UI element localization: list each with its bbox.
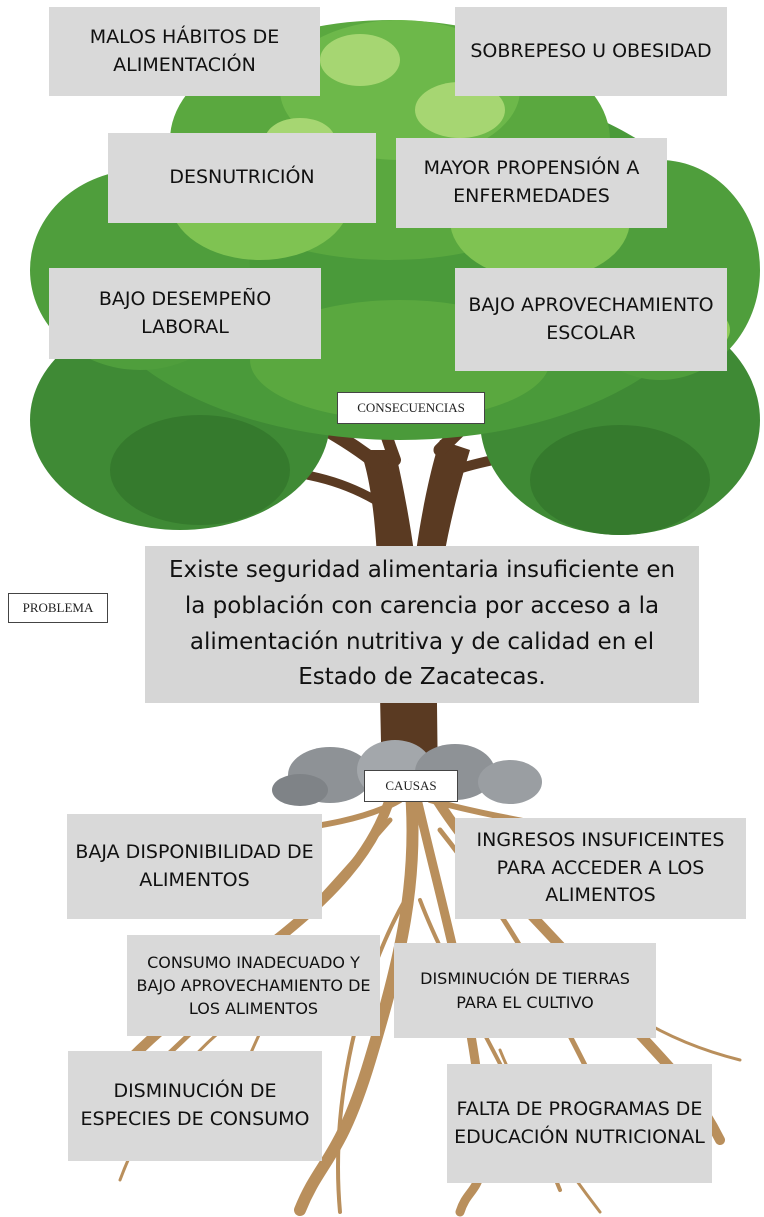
cause-box-falta-programas: FALTA DE PROGRAMAS DE EDUCACIÓN NUTRICIO…: [447, 1064, 712, 1183]
consequences-tag: CONSECUENCIAS: [337, 392, 485, 424]
cause-box-disminucion-especies: DISMINUCIÓN DE ESPECIES DE CONSUMO: [68, 1051, 322, 1161]
causes-tag: CAUSAS: [364, 770, 458, 802]
cause-box-consumo-inadecuado: CONSUMO INADECUADO Y BAJO APROVECHAMIENT…: [127, 935, 380, 1036]
problem-statement: Existe seguridad alimentaria insuficient…: [145, 546, 699, 703]
cause-box-ingresos-insuficientes: INGRESOS INSUFICEINTES PARA ACCEDER A LO…: [455, 818, 746, 919]
consequence-box-bajo-aprovechamiento: BAJO APROVECHAMIENTO ESCOLAR: [455, 268, 727, 371]
consequence-box-malos-habitos: MALOS HÁBITOS DE ALIMENTACIÓN: [49, 7, 320, 96]
consequence-box-sobrepeso: SOBREPESO U OBESIDAD: [455, 7, 727, 96]
consequence-box-bajo-desempeno: BAJO DESEMPEÑO LABORAL: [49, 268, 321, 359]
cause-box-baja-disponibilidad: BAJA DISPONIBILIDAD DE ALIMENTOS: [67, 814, 322, 919]
consequence-box-desnutricion: DESNUTRICIÓN: [108, 133, 376, 223]
problem-tag: PROBLEMA: [8, 593, 108, 623]
consequence-box-propension-enfermedades: MAYOR PROPENSIÓN A ENFERMEDADES: [396, 138, 667, 228]
cause-box-disminucion-tierras: DISMINUCIÓN DE TIERRAS PARA EL CULTIVO: [394, 943, 656, 1038]
